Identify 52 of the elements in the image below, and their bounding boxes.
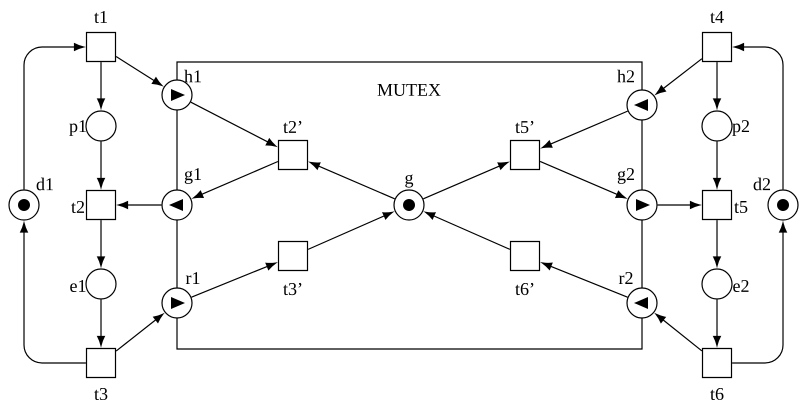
node-label: t1 [94,10,107,24]
node-label: t6 [710,388,724,400]
arrow [656,314,702,352]
arrow [425,212,510,250]
node-label: p1 [69,120,86,136]
node-label: p2 [732,120,750,136]
arrow [191,262,276,298]
arrow [190,102,276,147]
node-label: t3’ [283,282,302,296]
arrow [97,142,105,188]
node-label: h2 [617,70,634,82]
node-label: e1 [70,280,86,292]
arrow [542,262,628,298]
arrow [116,314,164,352]
arrow [97,62,105,108]
node-label: t6’ [515,282,534,296]
arrow [658,201,700,209]
arrow [713,142,721,188]
arrow [97,220,105,266]
node-label: g2 [618,168,634,184]
node-label: g [405,174,414,188]
arrow [540,160,626,198]
arrow [713,300,721,346]
arrow [542,110,628,148]
arrow [713,220,721,266]
arrow [118,201,162,209]
node-label: e2 [733,280,749,292]
arrow [23,43,84,190]
arrow [713,62,721,108]
arrow [193,160,278,198]
arrow [734,43,784,190]
arrow [116,56,162,86]
arrow [310,162,395,200]
node-label: t5 [734,201,748,213]
arrow [732,222,787,364]
node-label: t2 [71,200,84,214]
node-label: r2 [618,272,632,284]
node-label: MUTEX [378,84,441,96]
node-label: g1 [184,168,201,184]
arrow [423,162,508,200]
node-label: t3 [94,388,108,400]
node-label: t4 [710,10,724,23]
arrow [656,58,702,94]
node-label: t5’ [515,120,534,134]
arrow [20,222,86,364]
node-label: h1 [184,70,201,82]
node-label: r1 [186,272,200,284]
node-label: d1 [36,178,53,190]
node-label: d2 [754,178,770,190]
arrow [97,300,105,346]
node-label: t2’ [283,120,302,134]
arrow [308,212,393,250]
